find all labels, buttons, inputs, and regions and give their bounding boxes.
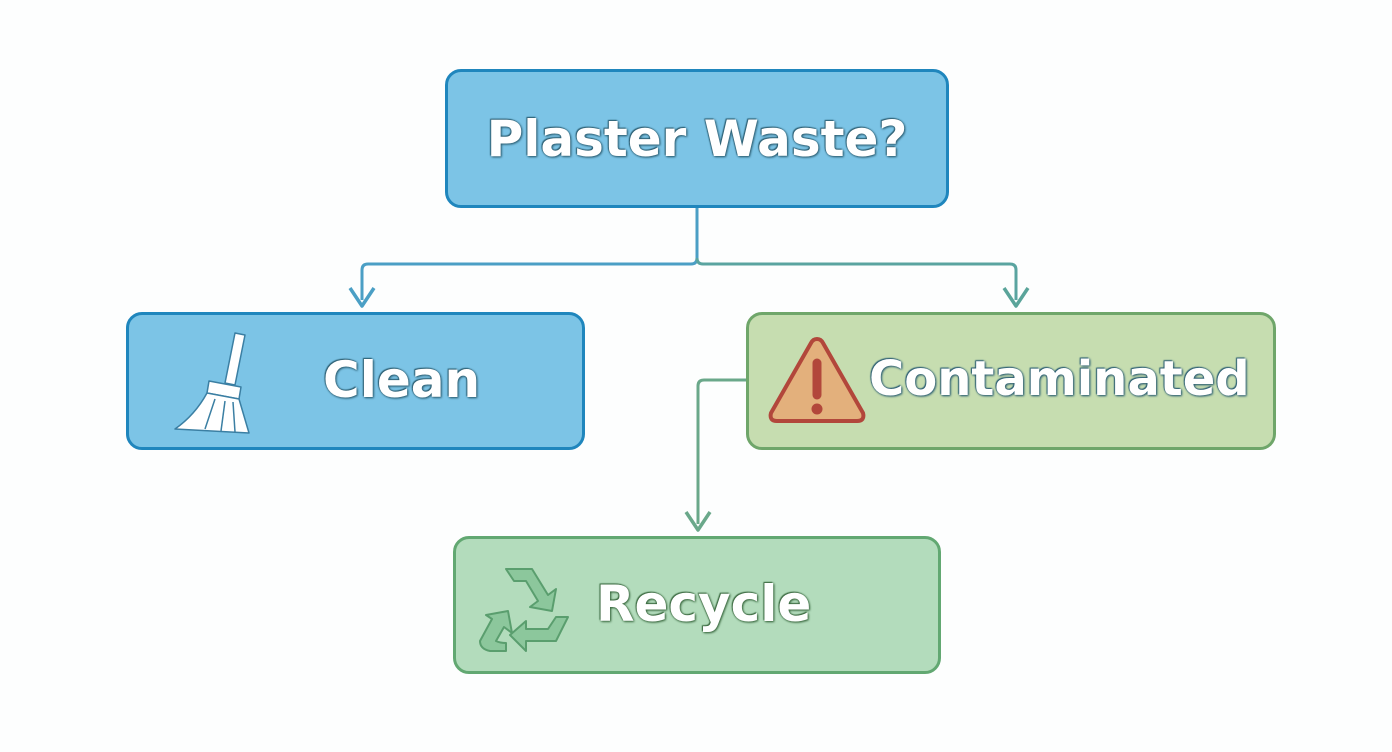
arrowhead-clean	[348, 287, 376, 308]
node-plaster-waste: Plaster Waste?	[445, 69, 949, 208]
connector-question-to-contaminated	[695, 257, 1018, 300]
node-label-question: Plaster Waste?	[486, 109, 908, 168]
broom-icon	[165, 329, 265, 443]
recycle-icon	[470, 561, 580, 661]
node-contaminated: Contaminated	[746, 312, 1276, 450]
connector-question-to-clean	[360, 208, 699, 300]
node-label-recycle: Recycle	[596, 575, 812, 633]
node-label-clean: Clean	[323, 351, 481, 409]
connector-contaminated-to-recycle	[696, 378, 746, 524]
warning-icon	[765, 333, 869, 433]
arrowhead-contaminated	[1002, 287, 1030, 308]
node-clean: Clean	[126, 312, 585, 450]
node-recycle: Recycle	[453, 536, 941, 674]
arrowhead-recycle	[684, 511, 712, 532]
node-label-contaminated: Contaminated	[869, 351, 1250, 407]
